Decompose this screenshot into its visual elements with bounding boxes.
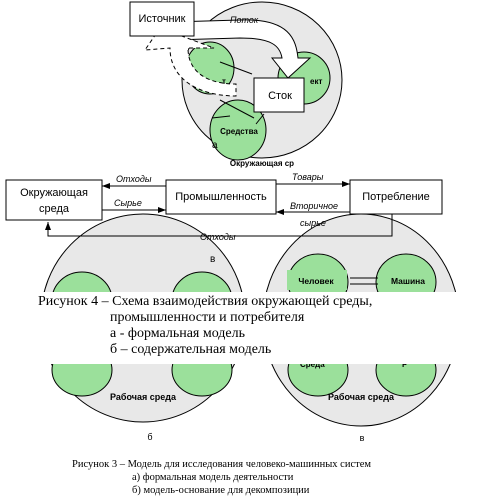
caption4-line3: а - формальная модель xyxy=(110,326,246,341)
main-diagram: Окружающая среда Промышленность Потребле… xyxy=(5,172,443,265)
label-v-top: в xyxy=(210,254,215,265)
industry-box xyxy=(165,179,277,215)
source-label: Источник xyxy=(139,13,186,25)
human-box xyxy=(287,270,347,290)
arrow-4 xyxy=(211,115,231,119)
arrow-head-raw xyxy=(158,207,166,213)
caption3-line2: а) формальная модель деятельности xyxy=(132,472,294,483)
caption4-line1: Рисунок 4 – Схема взаимодействия окружаю… xyxy=(38,294,373,309)
caption3-line3: б) модель-основание для декомпозиции xyxy=(132,485,310,496)
human-label: Человек xyxy=(298,276,334,286)
partial-right-label: Р xyxy=(402,360,408,369)
label-v: в xyxy=(360,433,365,443)
caption3-line1: Рисунок 3 – Модель для исследования чело… xyxy=(72,459,371,470)
caption4-block: Рисунок 4 – Схема взаимодействия окружаю… xyxy=(0,292,477,364)
arrow-head-waste-bottom xyxy=(45,222,51,230)
object-partial-label: ект xyxy=(310,77,322,86)
top-diagram: Источник Поток ект т Сток Средства а Окр… xyxy=(129,1,343,168)
means-label: Средства xyxy=(220,127,258,136)
env-partial-label: Окружающая ср xyxy=(230,159,294,168)
secondary-label-1: Вторичное xyxy=(290,201,338,211)
sink-label: Сток xyxy=(268,90,292,102)
machine-label: Машина xyxy=(391,276,425,286)
secondary-label-2: сырье xyxy=(300,218,326,228)
workplace-left-label: Рабочая среда xyxy=(110,392,177,402)
waste-top-label: Отходы xyxy=(116,174,152,184)
top-inner-bottom xyxy=(209,99,267,161)
environment-box xyxy=(5,179,103,221)
arrow-1 xyxy=(219,61,253,75)
caption4-line2: промышленности и потребителя xyxy=(110,310,305,325)
object-partial-left: т xyxy=(222,77,226,86)
raw-materials-label: Сырье xyxy=(114,198,142,208)
environment-label-1: Окружающая xyxy=(20,187,88,199)
arrow-head-secondary xyxy=(276,209,284,215)
sink-box xyxy=(253,77,305,113)
source-box xyxy=(129,1,195,37)
consumption-box xyxy=(349,179,443,215)
environment-label-2: среда xyxy=(39,203,70,215)
workplace-right-label: Рабочая среда xyxy=(328,392,395,402)
arrow-2 xyxy=(219,99,255,119)
label-b: б xyxy=(147,432,152,442)
label-a: а xyxy=(212,140,218,151)
arrow-head-goods xyxy=(342,181,350,187)
arrow-3 xyxy=(255,113,265,125)
arrow-head-waste-top xyxy=(102,183,110,189)
flow-arrow xyxy=(171,19,312,79)
industry-label: Промышленность xyxy=(175,191,267,203)
waste-bottom-label: Отходы xyxy=(200,232,236,242)
caption4-line4: б – содержательная модель xyxy=(110,342,272,357)
goods-label: Товары xyxy=(292,172,324,182)
flow-label: Поток xyxy=(230,15,259,25)
dashed-flow xyxy=(143,27,237,97)
partial-left-label: Среда xyxy=(300,360,325,369)
consumption-label: Потребление xyxy=(362,191,430,203)
